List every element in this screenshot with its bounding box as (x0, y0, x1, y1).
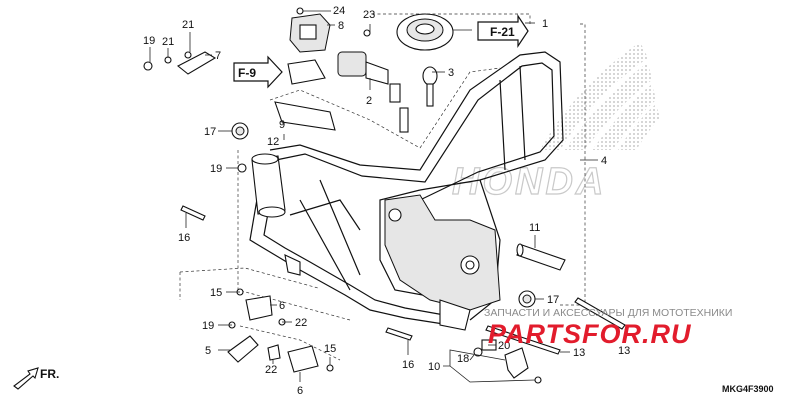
collar-11-part (516, 243, 566, 271)
honda-wing-logo (540, 42, 660, 150)
callout-16-right: 16 (402, 359, 414, 371)
ignition-bracket-part (289, 13, 331, 53)
callout-10: 10 (428, 361, 440, 373)
bolt-19-a (237, 163, 247, 173)
callout-13-lower: 13 (573, 347, 585, 359)
callout-21-top: 21 (182, 19, 194, 31)
fuel-cap-part (396, 13, 454, 51)
callout-6-upper: 6 (279, 300, 285, 312)
front-direction-label: FR. (40, 367, 59, 381)
callout-12: 12 (267, 136, 279, 148)
callout-9: 9 (279, 119, 285, 131)
bolt-24 (296, 7, 304, 15)
bolt-13-upper (574, 297, 626, 330)
bracket-6-lower (287, 345, 319, 373)
ref-f21-label: F-21 (490, 25, 515, 39)
callout-22-upper: 22 (295, 317, 307, 329)
callout-15-lower: 15 (324, 343, 336, 355)
bolt-16-left (180, 205, 206, 221)
group-outlines (179, 13, 586, 361)
callout-19-mid: 19 (210, 163, 222, 175)
grommet-17-upper (231, 122, 249, 140)
screw-23 (363, 29, 371, 37)
bolt-22-lower (267, 344, 281, 361)
bolt-13-lower (485, 325, 561, 355)
callout-21-left: 21 (162, 36, 174, 48)
callout-18: 18 (457, 353, 469, 365)
callout-13-right: 13 (618, 345, 630, 357)
callout-2: 2 (366, 95, 372, 107)
callout-16-left: 16 (178, 232, 190, 244)
bolt-15-lower (326, 364, 334, 372)
bracket-f9-part (287, 59, 326, 85)
callout-4: 4 (601, 155, 607, 167)
key-part (422, 66, 438, 107)
callout-6-lower: 6 (297, 385, 303, 397)
callout-22-lower: 22 (265, 364, 277, 376)
callout-15-upper: 15 (210, 287, 222, 299)
callout-19-top: 19 (143, 35, 155, 47)
cover-part (274, 101, 336, 131)
honda-watermark-text: HONDA (452, 161, 606, 203)
ref-f9-label: F-9 (238, 66, 256, 80)
diagram-code: MKG4F3900 (722, 384, 774, 394)
callout-3: 3 (448, 67, 454, 79)
bolt-19-c (534, 376, 542, 384)
callout-7: 7 (215, 50, 221, 62)
bolt-16-right (385, 327, 413, 341)
bracket-6-upper (245, 295, 273, 321)
site-watermark-logo: PARTSFOR.RU (488, 319, 692, 349)
callout-17-upper: 17 (204, 126, 216, 138)
bracket-7-part (143, 51, 217, 75)
bracket-5-part (227, 335, 259, 363)
callout-17-lower: 17 (547, 294, 559, 306)
main-frame (249, 51, 564, 331)
grommet-17-lower (518, 290, 536, 308)
hook-10-part (504, 347, 529, 379)
callout-11: 11 (529, 222, 540, 234)
callout-numbers: 1 2 3 4 5 6 6 7 8 9 10 11 12 13 13 15 15… (143, 5, 630, 397)
ref-f9-arrow: F-9 (233, 55, 283, 89)
callout-8: 8 (338, 20, 344, 32)
callout-23: 23 (363, 9, 375, 21)
ignition-switch-part (337, 51, 409, 133)
front-direction-arrow: FR. (13, 367, 59, 390)
ref-f21-arrow: F-21 (477, 14, 529, 48)
callout-5: 5 (205, 345, 211, 357)
callout-20: 20 (498, 340, 510, 352)
callout-19-lower: 19 (202, 320, 214, 332)
leader-lines (149, 10, 626, 383)
shop-watermark-text: ЗАПЧАСТИ И АКСЕССУАРЫ ДЛЯ МОТОТЕХНИКИ (484, 307, 732, 319)
callout-1: 1 (542, 18, 548, 30)
washer-18-part (473, 347, 483, 357)
callout-24: 24 (333, 5, 345, 17)
